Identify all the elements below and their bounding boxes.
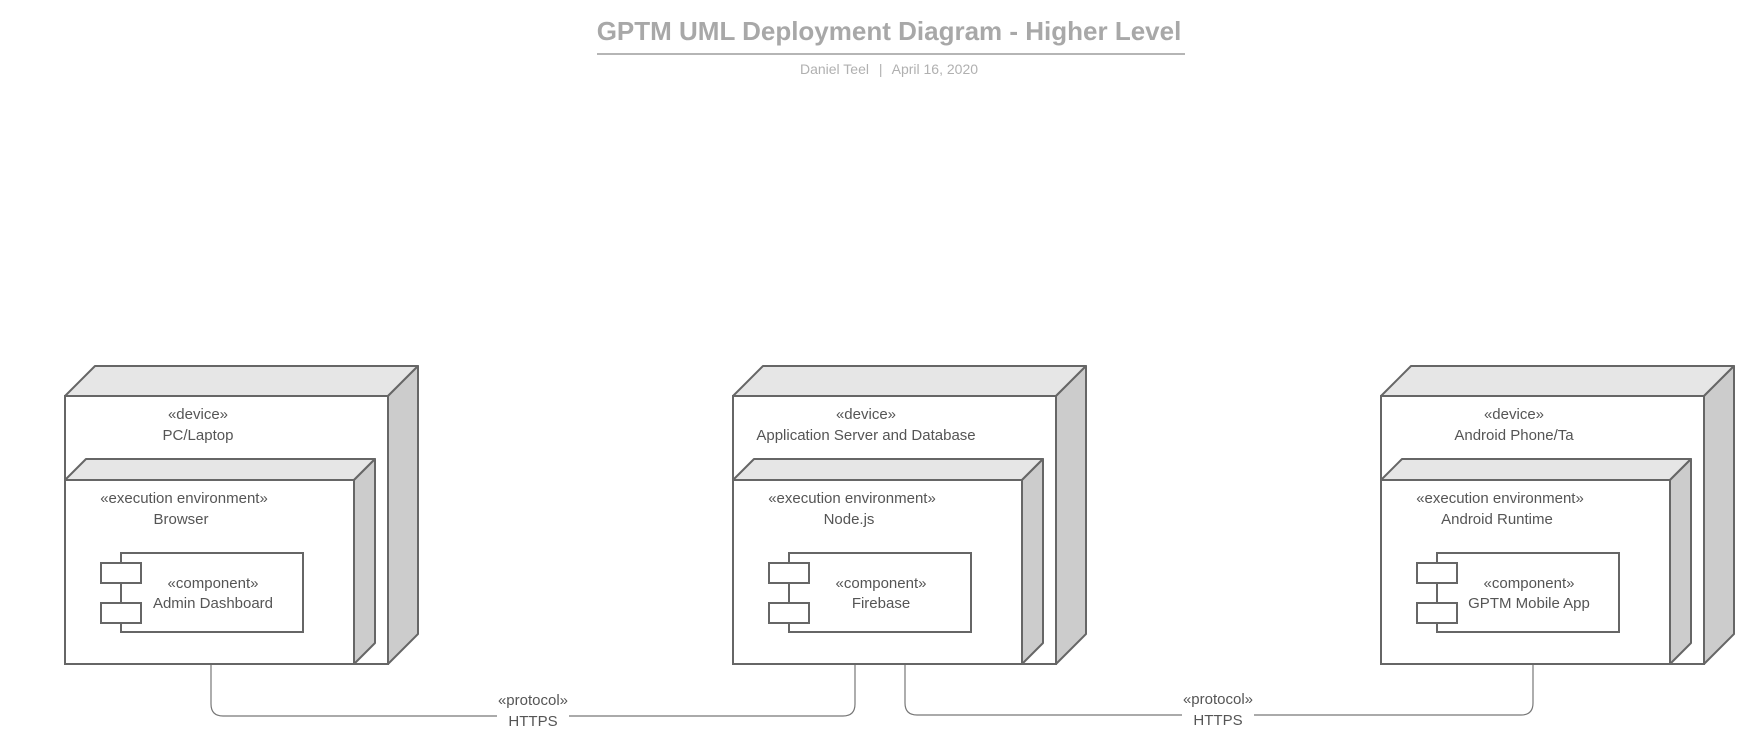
environment-name: Node.js (824, 511, 875, 528)
device-node: «device» Application Server and Database «… (732, 365, 1087, 665)
environment-stereotype: «execution environment» (768, 490, 936, 507)
connection-stereotype: «protocol» (1183, 691, 1253, 708)
execution-environment: «execution environment» Node.js «component… (732, 458, 1044, 665)
device-node: «device» PC/Laptop «execution environment»… (64, 365, 419, 665)
execution-environment: «execution environment» Browser «component… (64, 458, 376, 665)
component-stereotype: «component» (1484, 575, 1575, 592)
connection-protocol: HTTPS (508, 713, 557, 730)
component-name: Admin Dashboard (153, 595, 273, 612)
component-tab-icon (1416, 602, 1458, 624)
execution-environment: «execution environment» Android Runtime «c… (1380, 458, 1692, 665)
device-side-face (387, 365, 419, 665)
author-name: Daniel Teel (799, 61, 869, 77)
device-stereotype: «device» (168, 406, 228, 423)
device-name: Android Phone/Ta (1454, 427, 1574, 444)
environment-top-face (64, 458, 376, 481)
environment-stereotype: «execution environment» (1416, 490, 1584, 507)
title-underline (597, 53, 1185, 55)
connection: «protocol» HTTPS (210, 665, 856, 730)
connection-label-bg (497, 693, 569, 729)
component: «component» GPTM Mobile App (1416, 552, 1620, 633)
environment-name: Android Runtime (1441, 511, 1553, 528)
nodes-layer: «device» PC/Laptop «execution environment»… (64, 365, 1735, 665)
device-side-face (1055, 365, 1087, 665)
device-stereotype: «device» (836, 406, 896, 423)
device-top-face (732, 365, 1087, 397)
connection: «protocol» HTTPS (904, 665, 1534, 729)
environment-side-face (1021, 458, 1044, 665)
device-stereotype: «device» (1484, 406, 1544, 423)
environment-stereotype: «execution environment» (100, 490, 268, 507)
environment-name: Browser (153, 511, 208, 528)
environment-top-face (1380, 458, 1692, 481)
component-name: GPTM Mobile App (1468, 595, 1590, 612)
environment-side-face (1669, 458, 1692, 665)
diagram-title: GPTM UML Deployment Diagram - Higher Lev… (596, 16, 1182, 46)
component-tab-icon (768, 602, 810, 624)
device-top-face (64, 365, 419, 397)
device-top-face (1380, 365, 1735, 397)
connections-layer: «protocol» HTTPS «protocol» HTTPS (210, 665, 1534, 730)
component-stereotype: «component» (168, 575, 259, 592)
environment-side-face (353, 458, 376, 665)
component-stereotype: «component» (836, 575, 927, 592)
component-box (120, 552, 304, 633)
component: «component» Firebase (768, 552, 972, 633)
diagram-subtitle: Daniel Teel | April 16, 2020 (0, 61, 1760, 77)
component-box (788, 552, 972, 633)
environment-top-face (732, 458, 1044, 481)
subtitle-separator: | (878, 61, 883, 77)
component-tab-icon (100, 602, 142, 624)
diagram-date: April 16, 2020 (891, 61, 979, 77)
connection-protocol: HTTPS (1193, 712, 1242, 729)
component-tab-icon (768, 562, 810, 584)
component-tab-icon (100, 562, 142, 584)
component-name: Firebase (852, 595, 910, 612)
component-box (1436, 552, 1620, 633)
device-node: «device» Android Phone/Ta «execution envir… (1380, 365, 1735, 665)
device-side-face (1703, 365, 1735, 665)
connection-label-bg (1182, 692, 1254, 728)
device-name: Application Server and Database (756, 427, 975, 444)
component: «component» Admin Dashboard (100, 552, 304, 633)
device-name: PC/Laptop (163, 427, 234, 444)
connection-stereotype: «protocol» (498, 692, 568, 709)
component-tab-icon (1416, 562, 1458, 584)
